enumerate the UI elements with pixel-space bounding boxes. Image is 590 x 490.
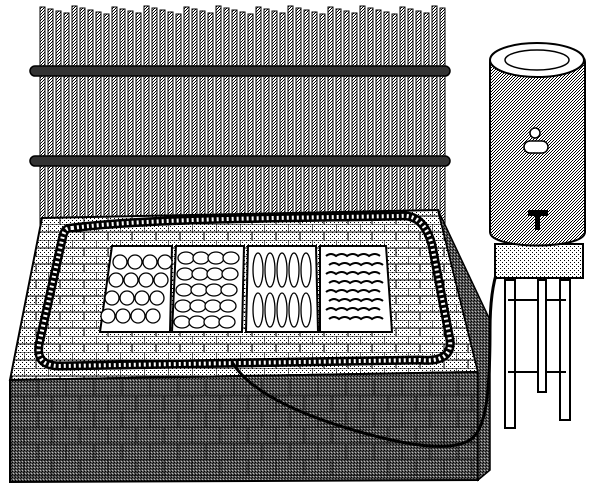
tray-long-items: [244, 245, 320, 333]
tray-wavy-strips: [319, 245, 394, 333]
water-hose: [230, 226, 531, 448]
bamboo-fence: [29, 5, 451, 226]
tank-stand: [494, 243, 584, 429]
tray-oval-items: [170, 245, 246, 333]
tank-faucet-icon: [528, 210, 548, 230]
water-tank: [489, 42, 586, 247]
tray-round-items: [98, 245, 174, 333]
tank-emblem-icon: [523, 127, 549, 154]
